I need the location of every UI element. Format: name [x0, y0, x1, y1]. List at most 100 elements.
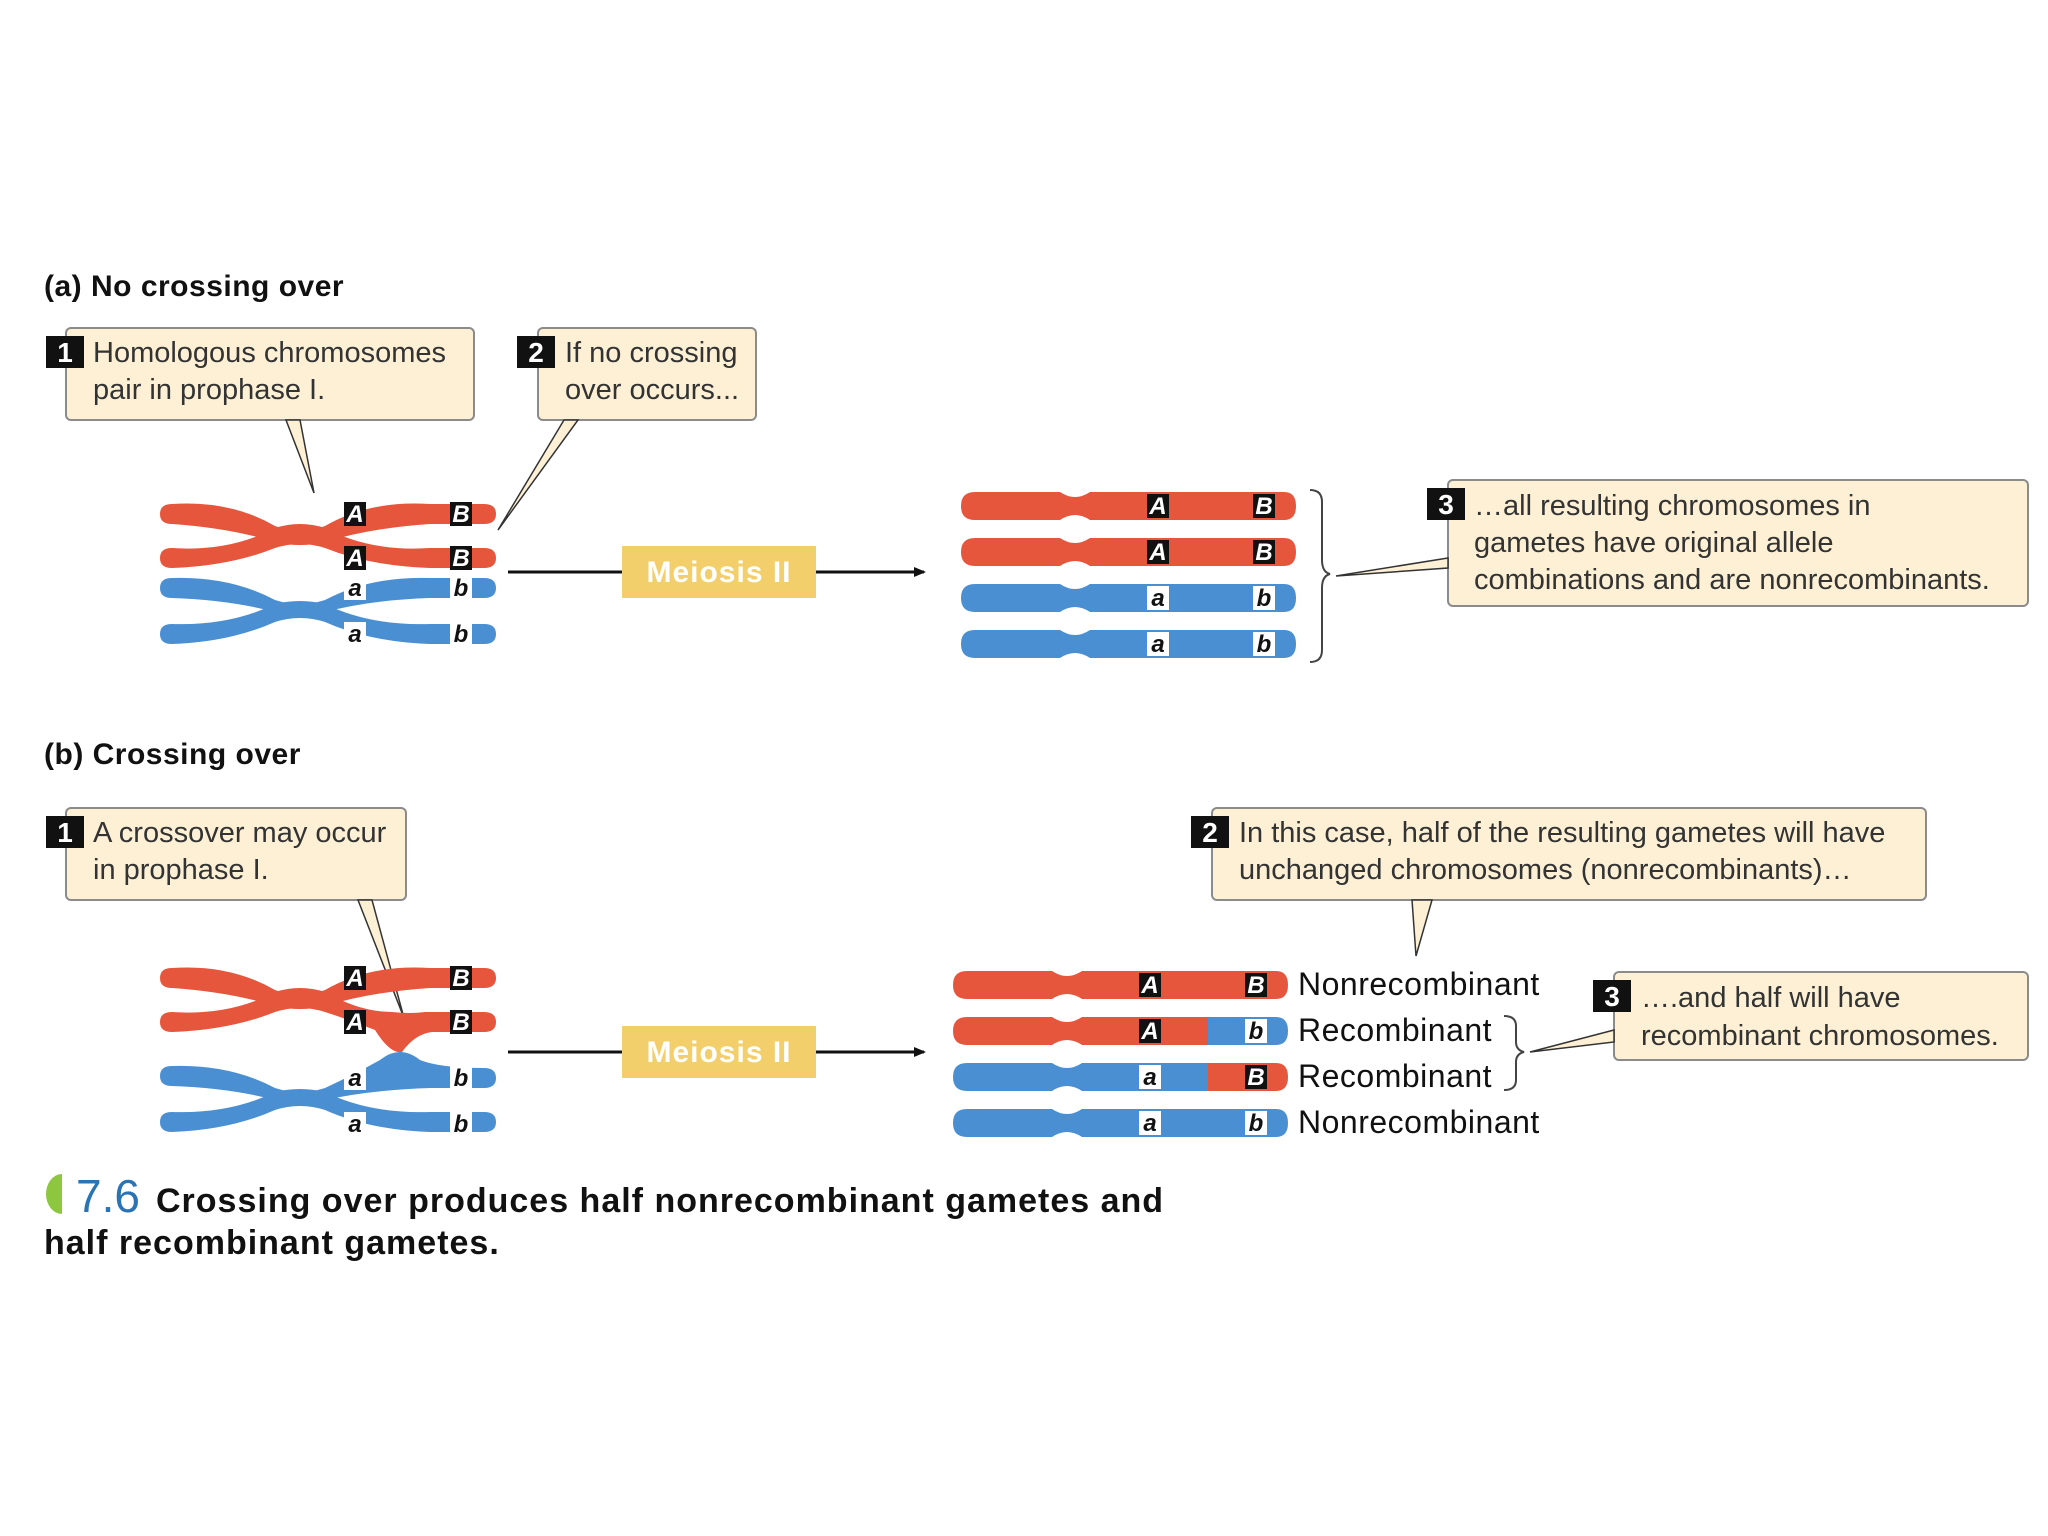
allele-b: b — [1249, 1018, 1264, 1045]
step-number-badge — [517, 336, 555, 368]
callout-pointer — [497, 419, 580, 531]
panel-b-callout-3: 3 ….and half will have recombinant chrom… — [1529, 971, 2029, 1061]
allele-box — [1245, 1019, 1267, 1043]
allele-box — [450, 1112, 472, 1136]
allele-box — [450, 502, 472, 526]
allele-box — [1253, 494, 1275, 518]
panel-a-gametes: A B A B a b a — [961, 489, 1331, 663]
panel-b-gametes: A B Nonrecombinant A b Recombinant a — [953, 966, 1540, 1140]
allele-box — [1245, 1065, 1267, 1089]
allele-box — [1139, 973, 1161, 997]
figure-number: 7.6 — [76, 1170, 140, 1222]
callout-line: …all resulting chromosomes in — [1474, 490, 1870, 522]
callout-line: ….and half will have — [1641, 982, 1901, 1014]
allele-box — [1139, 1111, 1161, 1135]
allele-B: B — [1255, 539, 1272, 566]
allele-box — [1253, 632, 1275, 656]
step-number: 3 — [1604, 981, 1620, 1012]
allele-A: A — [345, 965, 363, 992]
gamete-chromosome: a b Nonrecombinant — [953, 1104, 1540, 1140]
blue-chromatid-upper-arm — [160, 577, 496, 615]
allele-b: b — [1249, 1110, 1264, 1137]
step-number: 1 — [57, 337, 73, 368]
allele-box — [1139, 1019, 1161, 1043]
allele-box — [344, 576, 366, 600]
allele-box — [1253, 540, 1275, 564]
blue-chromatid-lower-arm — [160, 1089, 496, 1132]
allele-a: a — [348, 621, 361, 648]
meiosis-label: Meiosis II — [646, 556, 791, 589]
allele-A: A — [1148, 493, 1166, 520]
allele-box — [344, 622, 366, 646]
allele-a: a — [348, 1065, 361, 1092]
gamete-label: Nonrecombinant — [1298, 1104, 1540, 1140]
blue-chromosome — [961, 584, 1296, 612]
allele-labels: A B A B a b a b — [344, 501, 472, 648]
red-chromatid-upper-arm — [160, 967, 496, 1009]
blue-chromatid-crossover-arm — [160, 1052, 496, 1103]
red-chromatid-upper-arm — [160, 503, 496, 545]
allele-B: B — [452, 965, 469, 992]
gamete-chromosome: a b — [961, 630, 1296, 658]
allele-box — [344, 966, 366, 990]
allele-b: b — [454, 1111, 469, 1138]
callout-pointer — [284, 419, 315, 494]
allele-B: B — [452, 1009, 469, 1036]
callout-line: in prophase I. — [93, 854, 269, 886]
allele-A: A — [345, 545, 363, 572]
blue-chromosome — [953, 1109, 1288, 1137]
gamete-chromosome: a b — [961, 584, 1296, 612]
allele-a: a — [348, 575, 361, 602]
gamete-bracket — [1309, 489, 1331, 663]
allele-B: B — [1247, 1064, 1264, 1091]
step-number-badge — [46, 816, 84, 848]
panel-a: (a) No crossing over 1 Homologous chromo… — [44, 270, 2029, 663]
caption-line-2: half recombinant gametes. — [44, 1224, 500, 1262]
allele-box — [344, 546, 366, 570]
red-chromosome — [953, 971, 1288, 999]
callout-line: In this case, half of the resulting game… — [1239, 817, 1885, 849]
callout-pointer — [1335, 557, 1449, 577]
allele-box — [1253, 586, 1275, 610]
allele-box — [450, 1066, 472, 1090]
step-number: 1 — [57, 817, 73, 848]
panel-a-title: (a) No crossing over — [44, 270, 344, 303]
panel-b: (b) Crossing over 1 A crossover may occu… — [44, 738, 2029, 1140]
step-number-badge — [1593, 980, 1631, 1012]
allele-a: a — [1151, 631, 1164, 658]
step-number-badge — [46, 336, 84, 368]
allele-B: B — [1255, 493, 1272, 520]
panel-a-callout-2: 2 If no crossing over occurs... — [497, 327, 757, 531]
step-number-badge — [1427, 488, 1465, 520]
red-chromosome — [961, 492, 1296, 520]
panel-a-callout-3: 3 …all resulting chromosomes in gametes … — [1335, 479, 2029, 607]
step-number-badge — [1191, 816, 1229, 848]
allele-box — [344, 1066, 366, 1090]
panel-a-callout-1: 1 Homologous chromosomes pair in prophas… — [46, 327, 475, 494]
allele-b: b — [1257, 631, 1272, 658]
meiosis-box — [622, 546, 816, 598]
panel-b-callout-1: 1 A crossover may occur in prophase I. — [46, 807, 407, 1019]
allele-A: A — [1140, 1018, 1158, 1045]
allele-b: b — [454, 575, 469, 602]
panel-a-meiosis-arrow: Meiosis II — [508, 546, 926, 598]
callout-line: A crossover may occur — [93, 817, 387, 849]
panel-b-homologous-pair: A B A B a b a b — [160, 965, 496, 1138]
allele-box — [1147, 632, 1169, 656]
callout-box — [537, 327, 757, 421]
allele-box — [344, 502, 366, 526]
callout-box — [65, 807, 407, 901]
callout-pointer — [1529, 1029, 1615, 1053]
blue-chromosome — [961, 630, 1296, 658]
allele-box — [450, 576, 472, 600]
red-chromosome-segment — [953, 1017, 1208, 1045]
caption-leaf-icon — [46, 1174, 62, 1214]
blue-chromosome-segment — [953, 1063, 1208, 1091]
allele-box — [1147, 540, 1169, 564]
allele-A: A — [1148, 539, 1166, 566]
panel-a-homologous-pair: A B A B a b a b — [160, 501, 496, 648]
red-chromatid-lower-arm — [160, 524, 496, 568]
allele-b: b — [454, 1065, 469, 1092]
allele-box — [1139, 1065, 1161, 1089]
